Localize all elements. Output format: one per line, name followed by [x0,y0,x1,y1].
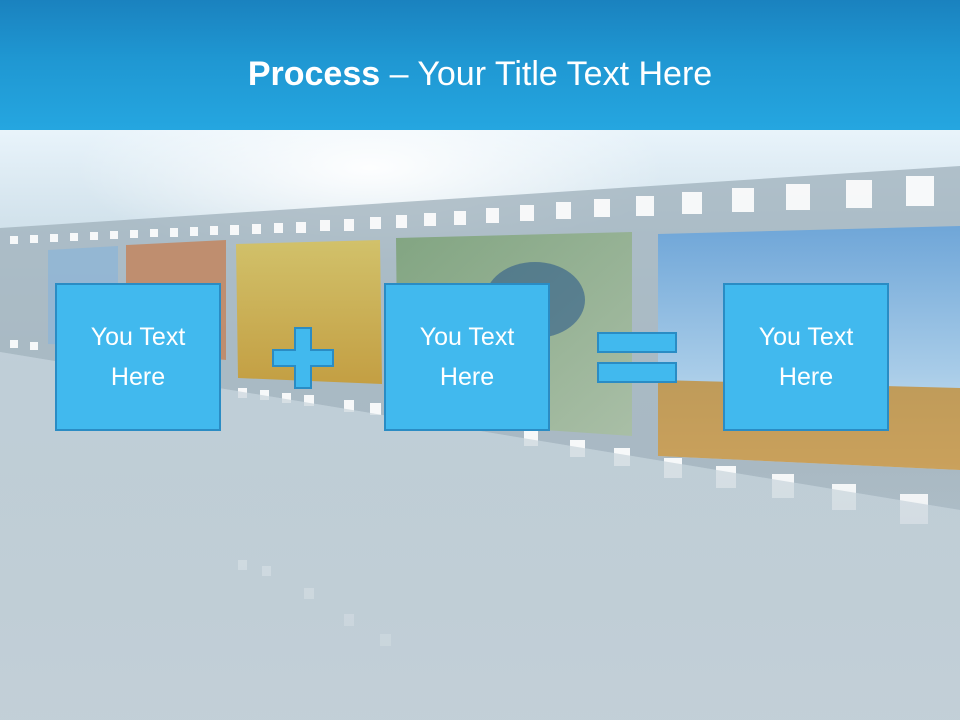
plus-icon [272,327,334,389]
text-box-1[interactable]: You Text Here [55,283,221,431]
text-box-1-line1: You Text [90,323,186,351]
header-band [0,0,960,130]
slide-title[interactable]: Process – Your Title Text Here [0,52,960,96]
equals-icon [597,332,677,383]
title-bold: Process [247,55,381,93]
text-box-1-line2: Here [110,363,166,391]
sprocket-holes-top [10,176,934,244]
title-rest: – Your Title Text Here [380,55,713,93]
text-box-3[interactable]: You Text Here [723,283,889,431]
text-box-2[interactable]: You Text Here [384,283,550,431]
photo-frame-tulips [236,240,382,384]
text-box-2-line2: Here [439,363,495,391]
text-box-2-line1: You Text [419,323,515,351]
text-box-3-line1: You Text [758,323,854,351]
reflection-fade [0,470,960,720]
text-box-3-line2: Here [778,363,834,391]
